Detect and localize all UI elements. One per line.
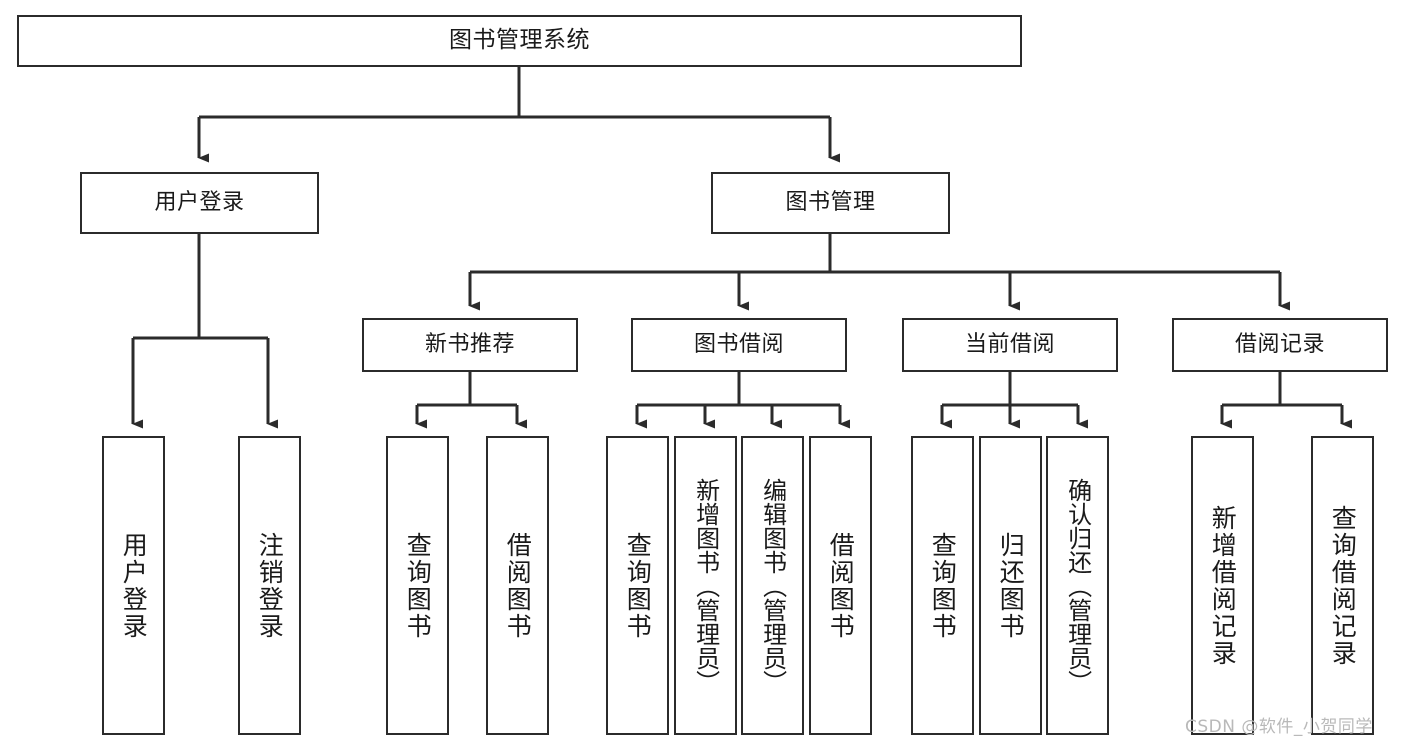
node-label: 查询图书 — [928, 531, 958, 640]
node-label: 图书借阅 — [693, 331, 784, 357]
node-label: 当前借阅 — [964, 331, 1055, 357]
node-new-book-recommend[interactable]: 新书推荐 — [362, 318, 578, 372]
node-label: 归还图书 — [996, 531, 1026, 640]
leaf-confirm-return-admin[interactable]: 确认归还（管理员） — [1046, 436, 1109, 735]
node-label: 图书管理系统 — [449, 27, 590, 54]
node-book-borrow[interactable]: 图书借阅 — [631, 318, 847, 372]
leaf-query-book-recommend[interactable]: 查询图书 — [386, 436, 449, 735]
leaf-add-borrow-record[interactable]: 新增借阅记录 — [1191, 436, 1254, 735]
node-label: 编辑图书（管理员） — [758, 477, 787, 694]
leaf-logout[interactable]: 注销登录 — [238, 436, 301, 735]
leaf-query-book-borrow[interactable]: 查询图书 — [606, 436, 669, 735]
node-label: 图书管理 — [785, 189, 876, 215]
node-label: 查询借阅记录 — [1328, 504, 1358, 667]
leaf-query-book-current[interactable]: 查询图书 — [911, 436, 974, 735]
node-label: 查询图书 — [403, 531, 433, 640]
node-label: 借阅记录 — [1234, 331, 1325, 357]
node-label: 确认归还（管理员） — [1063, 477, 1092, 694]
leaf-borrow-book[interactable]: 借阅图书 — [809, 436, 872, 735]
leaf-return-book[interactable]: 归还图书 — [979, 436, 1042, 735]
node-label: 用户登录 — [154, 189, 245, 215]
node-label: 新增借阅记录 — [1208, 504, 1238, 667]
node-root-system[interactable]: 图书管理系统 — [17, 15, 1022, 67]
node-label: 查询图书 — [623, 531, 653, 640]
node-label: 借阅图书 — [826, 531, 856, 640]
node-label: 用户登录 — [119, 531, 149, 640]
node-label: 新书推荐 — [424, 331, 515, 357]
leaf-add-book-admin[interactable]: 新增图书（管理员） — [674, 436, 737, 735]
leaf-edit-book-admin[interactable]: 编辑图书（管理员） — [741, 436, 804, 735]
leaf-user-login[interactable]: 用户登录 — [102, 436, 165, 735]
node-borrow-record[interactable]: 借阅记录 — [1172, 318, 1388, 372]
node-current-borrow[interactable]: 当前借阅 — [902, 318, 1118, 372]
node-user-login[interactable]: 用户登录 — [80, 172, 319, 234]
node-label: 新增图书（管理员） — [691, 477, 720, 694]
node-label: 注销登录 — [255, 531, 285, 640]
node-label: 借阅图书 — [503, 531, 533, 640]
watermark: CSDN @软件_小贺同学 — [1185, 717, 1373, 737]
leaf-query-borrow-record[interactable]: 查询借阅记录 — [1311, 436, 1374, 735]
leaf-borrow-book-recommend[interactable]: 借阅图书 — [486, 436, 549, 735]
node-book-management[interactable]: 图书管理 — [711, 172, 950, 234]
